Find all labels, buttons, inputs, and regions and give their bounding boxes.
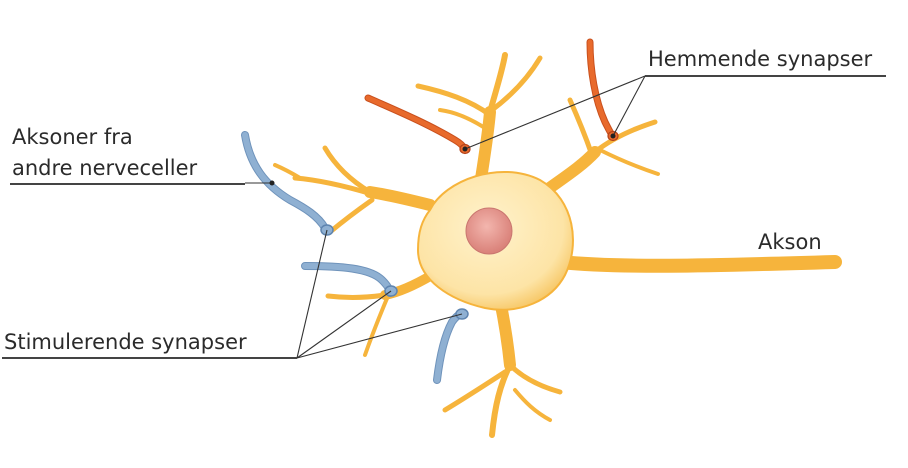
dendrite-top-branch-d <box>438 108 490 132</box>
leader-dot-inhibitory-2 <box>610 133 616 139</box>
dendrite-top-branch-a <box>487 52 508 115</box>
inhibitory-axon-2 <box>587 39 615 138</box>
label-inhibitory-synapses: Hemmende synapser <box>648 47 873 71</box>
dendrite-upper-left-b <box>292 175 375 197</box>
label-axon: Akson <box>758 230 822 254</box>
leader-dot-inhibitory-1 <box>462 146 468 152</box>
dendrite-upper-left-d <box>327 197 375 235</box>
incoming-axon-1 <box>242 132 328 231</box>
dendrite-bottom-b <box>507 362 563 395</box>
dendrite-upper-left-c <box>273 163 302 180</box>
leader-inhibitory-1 <box>464 75 646 150</box>
leader-excitatory-3 <box>296 313 463 359</box>
dendrite-bottom-d <box>513 388 552 422</box>
dendrite-top-branch-b <box>415 83 493 118</box>
label-axons-from-line2: andre nerveceller <box>12 156 198 180</box>
leader-lines <box>245 75 646 359</box>
labels: Hemmende synapser Aksoner fra andre nerv… <box>2 47 886 359</box>
nucleus <box>465 207 513 255</box>
leader-dot-axons-from <box>269 180 275 186</box>
dendrite-upper-right-b <box>567 97 595 158</box>
dendrite-bottom-c <box>442 369 508 413</box>
leader-excitatory-1 <box>296 229 328 359</box>
dendrite-upper-right-c <box>598 148 660 176</box>
dendrite-left-lower-a <box>325 292 388 300</box>
dendrite-left-lower-b <box>363 294 390 357</box>
dendrite-bottom-a <box>489 362 513 438</box>
leader-inhibitory-2 <box>612 75 646 137</box>
incoming-axon-3 <box>434 310 465 383</box>
neuron-axon <box>553 255 842 273</box>
dendrite-upper-left <box>364 186 436 211</box>
dendrite-top-branch-c <box>489 55 543 113</box>
label-excitatory-synapses: Stimulerende synapser <box>4 330 247 354</box>
leader-excitatory-2 <box>296 290 392 359</box>
label-axons-from-line1: Aksoner fra <box>12 125 133 149</box>
dendrite-upper-left-a <box>322 145 373 195</box>
